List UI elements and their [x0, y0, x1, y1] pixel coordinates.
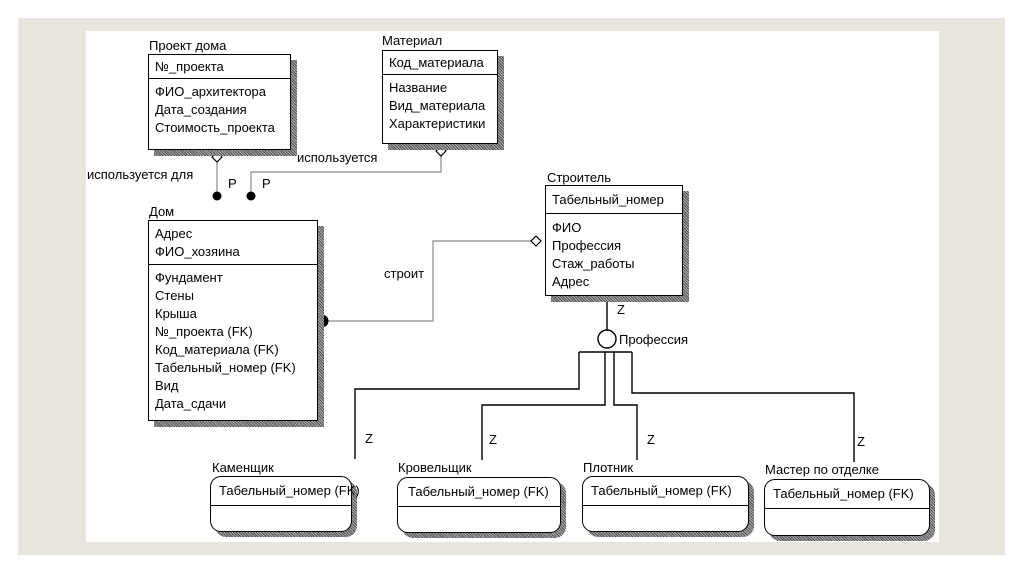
cardinality-label: Z [365, 431, 373, 446]
entity-keys: Табельный_номер [546, 186, 682, 214]
attribute: Профессия [552, 238, 622, 253]
attribute: Фундамент [155, 270, 223, 285]
attribute: Табельный_номер (FK) [155, 360, 296, 375]
subtype-line-carpenter [613, 352, 638, 460]
null-diamond-icon [530, 235, 542, 247]
entity-keys: Код_материала [383, 51, 497, 75]
relationship-project-house [211, 151, 223, 201]
entity-attributes: ФИО_архитектора Дата_создания Стоимость_… [149, 79, 290, 139]
entity-attributes: ФИО Профессия Стаж_работы Адрес [546, 214, 682, 293]
discriminator-label: Профессия [619, 332, 689, 347]
key-attribute: №_проекта [155, 59, 224, 74]
entity-title-house: Дом [149, 204, 175, 219]
entity-keys: Табельный_номер (FK) [398, 478, 560, 507]
subtype-line-roofer [481, 352, 606, 460]
connector-line [250, 155, 442, 194]
cardinality-label: Z [857, 434, 865, 449]
attribute: Характеристики [389, 116, 486, 131]
key-attribute: Табельный_номер (FK) [591, 483, 732, 498]
cardinality-label: P [262, 176, 271, 191]
entity-keys: Табельный_номер (FK) [765, 480, 929, 509]
subtype-line-finisher [631, 352, 855, 462]
entity-title-mason: Каменщик [212, 460, 274, 475]
attribute: №_проекта (FK) [155, 324, 253, 339]
attribute: Дата_сдачи [155, 396, 227, 411]
key-attribute: Табельный_номер (FK) [408, 484, 549, 499]
cardinality-label: Z [617, 302, 625, 317]
attribute: Вид_материала [389, 98, 486, 113]
attribute: ФИО_архитектора [155, 84, 267, 99]
attribute: Крыша [155, 306, 197, 321]
entity-title-finisher: Мастер по отделке [765, 462, 879, 477]
many-dot-icon [323, 315, 329, 327]
entity-attributes: Фундамент Стены Крыша №_проекта (FK) Код… [149, 265, 317, 415]
many-dot-icon [246, 191, 256, 201]
relationship-label-material-house: используется [297, 150, 378, 165]
attribute: Стаж_работы [552, 256, 635, 271]
entity-keys: Табельный_номер (FK) [583, 477, 748, 506]
entity-keys: Табельный_номер (FK) [211, 477, 360, 506]
cardinality-label: P [228, 176, 237, 191]
entity-title-builder: Строитель [547, 170, 612, 185]
key-attribute: Табельный_номер (FK) [219, 483, 360, 498]
key-attribute: Табельный_номер [552, 192, 664, 207]
connector-line [328, 240, 534, 322]
entity-title-project: Проект дома [149, 38, 227, 53]
category-cluster [354, 298, 855, 462]
cardinality-label: Z [647, 432, 655, 447]
entity-title-roofer: Кровельщик [398, 460, 472, 475]
attribute: Стоимость_проекта [155, 120, 275, 135]
entity-keys: №_проекта [149, 55, 290, 79]
attribute: ФИО [552, 220, 582, 235]
key-attribute: ФИО_хозяина [155, 244, 240, 259]
category-circle-icon [597, 329, 617, 349]
attribute: Адрес [552, 274, 590, 289]
relationship-label-project-house: используется для [87, 167, 194, 182]
many-dot-icon [212, 191, 222, 201]
attribute: Код_материала (FK) [155, 342, 279, 357]
attribute: Вид [155, 378, 179, 393]
entity-title-carpenter: Плотник [583, 460, 634, 475]
subtype-line-mason [354, 352, 580, 459]
key-attribute: Адрес [155, 226, 193, 241]
attribute: Дата_создания [155, 102, 247, 117]
relationship-label-builder-house: строит [384, 266, 425, 281]
entity-keys: Адрес ФИО_хозяина [149, 221, 317, 265]
entity-title-material: Материал [382, 33, 443, 48]
attribute: Стены [155, 288, 194, 303]
key-attribute: Код_материала [389, 55, 484, 70]
relationship-builder-house [323, 235, 542, 327]
attribute: Название [389, 80, 448, 95]
entity-attributes: Название Вид_материала Характеристики [383, 75, 497, 135]
key-attribute: Табельный_номер (FK) [773, 486, 914, 501]
cardinality-label: Z [489, 432, 497, 447]
